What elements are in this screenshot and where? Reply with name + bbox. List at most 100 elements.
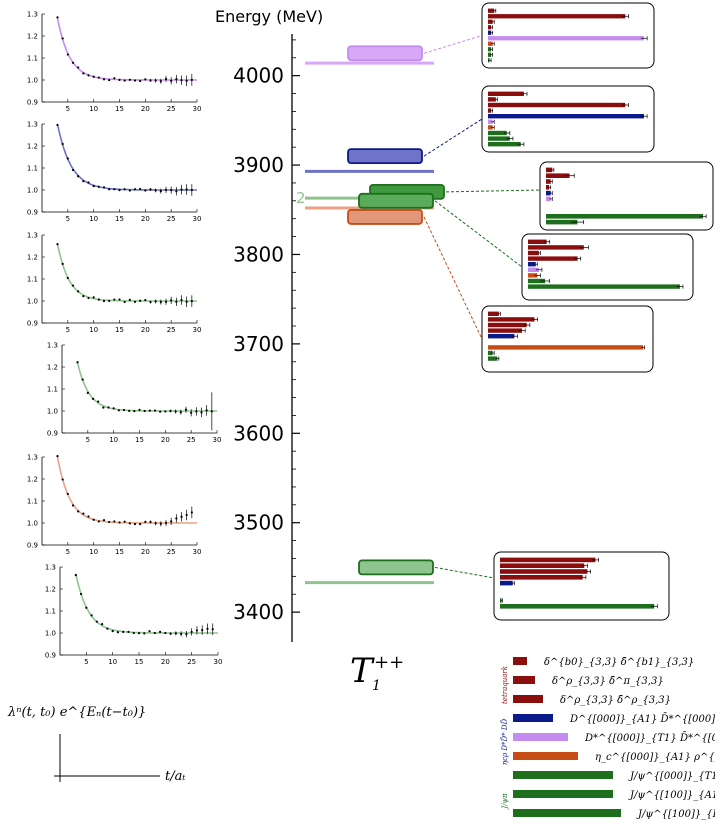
correlator-point [111, 630, 114, 633]
correlator-point [101, 623, 104, 626]
correlator-point [108, 188, 111, 191]
correlator-point [184, 408, 188, 411]
overlap-bar [488, 317, 535, 322]
correlator-point [200, 411, 203, 414]
correlator-point [123, 300, 126, 304]
overlap-bar [546, 179, 551, 184]
correlator-point [97, 76, 100, 79]
legend-swatch [513, 695, 543, 703]
overlap-bar [488, 97, 496, 102]
legend-label: δ^ρ_{3,3} δ̄^ρ_{3,3} [560, 695, 671, 706]
overlap-bar [488, 311, 499, 316]
energy-tick-label: 3400 [233, 600, 284, 624]
overlap-bar [488, 328, 523, 333]
correlator-point [144, 78, 147, 81]
correlator-point [185, 79, 188, 82]
correlator-point [85, 606, 88, 609]
correlator-point [118, 521, 121, 524]
correlator-point [122, 630, 125, 633]
correlator-fit-curve [56, 123, 197, 191]
correlator-x-tick-label: 10 [108, 658, 117, 666]
correlator-y-tick-label: 1.3 [27, 121, 38, 129]
correlator-point [102, 406, 105, 409]
correlator-point [170, 520, 173, 523]
energy-level-box [358, 192, 434, 209]
correlator-point [128, 78, 131, 81]
correlator-point [61, 262, 64, 265]
energy-level-box [347, 45, 423, 62]
correlator-point [180, 298, 183, 302]
correlator-point [71, 168, 75, 172]
correlator-point [195, 410, 198, 413]
correlator-point [86, 391, 89, 394]
correlator-point [74, 574, 77, 577]
correlator-point [108, 78, 111, 82]
correlator-point [122, 408, 126, 412]
correlator-point [159, 300, 162, 304]
correlator-point [185, 513, 188, 517]
correlator-point [175, 517, 178, 520]
correlator-point [61, 478, 64, 481]
correlator-point [77, 66, 80, 69]
overlap-panel [481, 85, 655, 153]
correlator-y-tick-label: 1.0 [27, 187, 38, 195]
overlap-bar [488, 19, 493, 24]
correlator-point [170, 188, 173, 192]
energy-tick-label: 3700 [233, 332, 284, 356]
overlap-bar [488, 36, 644, 41]
level-connector [423, 35, 483, 54]
energy-level-box [358, 559, 434, 576]
overlap-bar [488, 91, 524, 96]
overlap-bar [488, 350, 493, 356]
legend-swatch [513, 752, 578, 760]
degeneracy-label: 2 [296, 189, 306, 207]
legend-group-label: J/ψπ [501, 793, 509, 811]
correlator-point [92, 185, 95, 188]
operator-legend: δ^{b0}_{3,3} δ̄^{b1}_{3,3}δ^ρ_{3,3} δ̄^π… [500, 657, 715, 820]
level-connector [423, 216, 483, 340]
correlator-fit-curve [76, 362, 217, 412]
overlap-bar [500, 604, 655, 609]
correlator-point [180, 79, 183, 82]
overlap-bar [488, 114, 644, 119]
correlator-point [175, 190, 178, 193]
correlator-point [87, 181, 90, 184]
correlator-point [56, 16, 59, 19]
correlator-point [149, 188, 152, 191]
correlator-point [190, 78, 193, 81]
level-connector [434, 566, 495, 579]
correlator-point [133, 410, 136, 413]
correlator-x-tick-label: 5 [86, 436, 90, 444]
correlator-point [164, 410, 167, 413]
correlator-point [185, 633, 188, 636]
correlator-point [174, 632, 177, 635]
correlator-point [159, 522, 162, 525]
correlator-point [154, 300, 157, 303]
overlap-bar [488, 334, 515, 339]
correlator-point [179, 411, 182, 414]
correlator-point [164, 300, 168, 303]
correlator-point [87, 515, 90, 518]
overlap-bar [528, 267, 539, 272]
correlator-point [170, 79, 173, 82]
correlator-point [133, 522, 137, 526]
correlator-y-tick-label: 1.0 [27, 520, 38, 528]
correlator-point [87, 296, 90, 300]
correlator-point [153, 409, 157, 412]
legend-swatch [513, 790, 613, 798]
correlator-x-tick-label: 15 [115, 105, 124, 113]
energy-spectrum: Energy (MeV) 340035003600370038003900400… [215, 2, 714, 642]
overlap-bar [488, 119, 493, 124]
correlator-point [66, 157, 69, 160]
legend-label: J/ψ^{[000]}_{T1} π^{[000]}_{A1} [628, 771, 715, 782]
correlator-point [210, 410, 213, 413]
energy-axis-title: Energy (MeV) [215, 7, 323, 26]
correlator-point [82, 180, 85, 183]
correlator-point [77, 175, 80, 178]
irrep-label: T 1 ++ [350, 651, 404, 694]
overlap-bar [528, 278, 546, 284]
correlator-x-tick-label: 20 [141, 105, 150, 113]
axis-key-xlabel: t/aₜ [165, 769, 186, 784]
correlator-point [107, 406, 110, 409]
correlator-point [175, 78, 178, 81]
